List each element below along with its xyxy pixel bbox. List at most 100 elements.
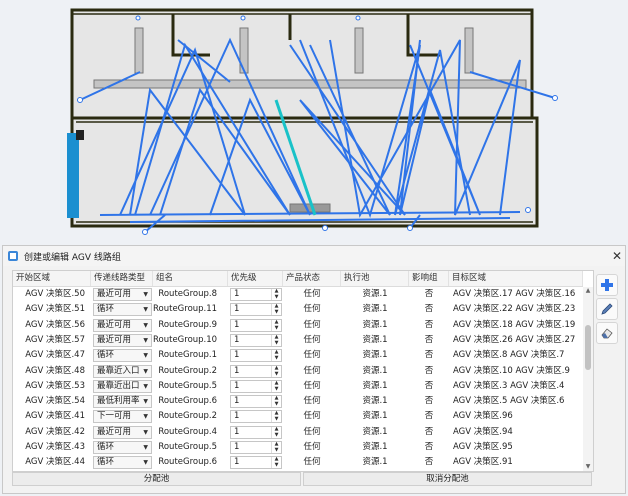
column-header[interactable]: 传递线路类型 <box>91 271 153 286</box>
priority-stepper[interactable]: 1 ▲▼ <box>230 441 282 454</box>
route-type-select[interactable]: 最靠近入口▼ <box>93 364 152 378</box>
eraser-button[interactable] <box>596 322 618 344</box>
column-header[interactable]: 影响组 <box>409 271 449 286</box>
route-type-select[interactable]: 循环▼ <box>93 303 152 317</box>
route-type-select[interactable]: 循环▼ <box>93 441 152 454</box>
route-type-select[interactable]: 最近可用▼ <box>93 288 152 301</box>
priority-stepper[interactable]: 1 ▲▼ <box>230 288 282 301</box>
scroll-down-icon[interactable]: ▼ <box>585 463 591 470</box>
route-type-select[interactable]: 最低利用率▼ <box>93 395 152 409</box>
add-button[interactable] <box>596 274 618 296</box>
chevron-down-icon[interactable]: ▼ <box>143 336 148 344</box>
stepper-down-icon[interactable]: ▼ <box>274 416 279 423</box>
column-header[interactable]: 产品状态 <box>283 271 341 286</box>
stepper-up-icon[interactable]: ▲ <box>274 425 279 432</box>
column-header[interactable]: 开始区域 <box>13 271 91 286</box>
chevron-down-icon[interactable]: ▼ <box>143 382 148 390</box>
priority-stepper[interactable]: 1 ▲▼ <box>230 333 282 347</box>
route-type-select[interactable]: 最靠近出口▼ <box>93 379 152 393</box>
column-header[interactable]: 执行池 <box>341 271 409 286</box>
layout-canvas[interactable] <box>0 0 628 245</box>
column-header[interactable]: 组名 <box>153 271 228 286</box>
stepper-up-icon[interactable]: ▲ <box>274 379 279 386</box>
column-header[interactable]: 优先级 <box>228 271 283 286</box>
route-type-select[interactable]: 循环▼ <box>93 456 152 470</box>
stepper-down-icon[interactable]: ▼ <box>274 370 279 377</box>
chevron-down-icon[interactable]: ▼ <box>143 428 148 436</box>
priority-value[interactable]: 1 <box>234 457 240 468</box>
priority-stepper[interactable]: 1 ▲▼ <box>230 303 282 317</box>
priority-stepper[interactable]: 1 ▲▼ <box>230 395 282 409</box>
chevron-down-icon[interactable]: ▼ <box>143 352 148 360</box>
stepper-down-icon[interactable]: ▼ <box>274 385 279 392</box>
priority-value[interactable]: 1 <box>234 334 240 345</box>
stepper-up-icon[interactable]: ▲ <box>274 410 279 417</box>
priority-stepper[interactable]: 1 ▲▼ <box>230 379 282 393</box>
stepper-up-icon[interactable]: ▲ <box>274 364 279 371</box>
stepper-up-icon[interactable]: ▲ <box>274 349 279 356</box>
scroll-thumb[interactable] <box>585 325 591 370</box>
priority-stepper[interactable]: 1 ▲▼ <box>230 318 282 332</box>
priority-stepper[interactable]: 1 ▲▼ <box>230 410 282 424</box>
priority-value[interactable]: 1 <box>234 380 240 391</box>
stepper-up-icon[interactable]: ▲ <box>274 395 279 402</box>
chevron-down-icon[interactable]: ▼ <box>143 367 148 375</box>
priority-stepper[interactable]: 1 ▲▼ <box>230 364 282 378</box>
priority-value[interactable]: 1 <box>234 411 240 422</box>
edit-button[interactable] <box>596 298 618 320</box>
priority-value[interactable]: 1 <box>234 442 240 452</box>
priority-value[interactable]: 1 <box>234 350 240 361</box>
unassign-pool-button[interactable]: 取消分配池 <box>303 472 592 486</box>
priority-stepper[interactable]: 1 ▲▼ <box>230 456 282 470</box>
stepper-down-icon[interactable]: ▼ <box>274 339 279 346</box>
route-type-select[interactable]: 最近可用▼ <box>93 318 152 332</box>
chevron-down-icon[interactable]: ▼ <box>143 321 148 329</box>
chevron-down-icon[interactable]: ▼ <box>143 444 148 451</box>
route-type-select[interactable]: 下一可用▼ <box>93 410 152 424</box>
stepper-up-icon[interactable]: ▲ <box>274 303 279 310</box>
route-type-select[interactable]: 最近可用▼ <box>93 425 152 439</box>
stepper-down-icon[interactable]: ▼ <box>274 355 279 362</box>
stepper-down-icon[interactable]: ▼ <box>274 462 279 469</box>
stepper-down-icon[interactable]: ▼ <box>274 431 279 438</box>
close-icon[interactable]: ✕ <box>611 249 623 263</box>
priority-stepper[interactable]: 1▲▼ <box>230 425 282 439</box>
stepper-up-icon[interactable]: ▲ <box>274 318 279 325</box>
stepper-down-icon[interactable]: ▼ <box>274 324 279 331</box>
table-scrollbar[interactable]: ▲ ▼ <box>583 287 593 471</box>
priority-value[interactable]: 1 <box>234 304 240 315</box>
chevron-down-icon[interactable]: ▼ <box>143 306 148 314</box>
chevron-down-icon[interactable]: ▼ <box>143 398 148 406</box>
chevron-down-icon[interactable]: ▼ <box>143 291 148 298</box>
priority-value[interactable]: 1 <box>234 396 240 407</box>
chevron-down-icon[interactable]: ▼ <box>143 413 148 421</box>
priority-value[interactable]: 1 <box>234 319 240 330</box>
stepper-up-icon[interactable]: ▲ <box>274 288 279 294</box>
chevron-down-icon[interactable]: ▼ <box>143 459 148 467</box>
stepper-up-icon[interactable]: ▲ <box>274 441 279 447</box>
priority-value[interactable]: 1 <box>234 289 240 299</box>
priority-stepper[interactable]: 1 ▲▼ <box>230 349 282 363</box>
stepper-down-icon[interactable]: ▼ <box>274 309 279 316</box>
route-type-select[interactable]: 循环▼ <box>93 349 152 363</box>
stepper-down-icon[interactable]: ▼ <box>274 294 279 300</box>
stepper-up-icon[interactable]: ▲ <box>274 333 279 340</box>
assign-pool-button[interactable]: 分配池 <box>12 472 301 486</box>
stepper-down-icon[interactable]: ▼ <box>274 447 279 453</box>
stepper-up-icon[interactable]: ▲ <box>274 456 279 463</box>
route-type-select[interactable]: 最近可用▼ <box>93 333 152 347</box>
priority-value[interactable]: 1 <box>234 365 240 376</box>
stepper-down-icon[interactable]: ▼ <box>274 401 279 408</box>
column-header[interactable]: 目标区域 <box>449 271 583 286</box>
